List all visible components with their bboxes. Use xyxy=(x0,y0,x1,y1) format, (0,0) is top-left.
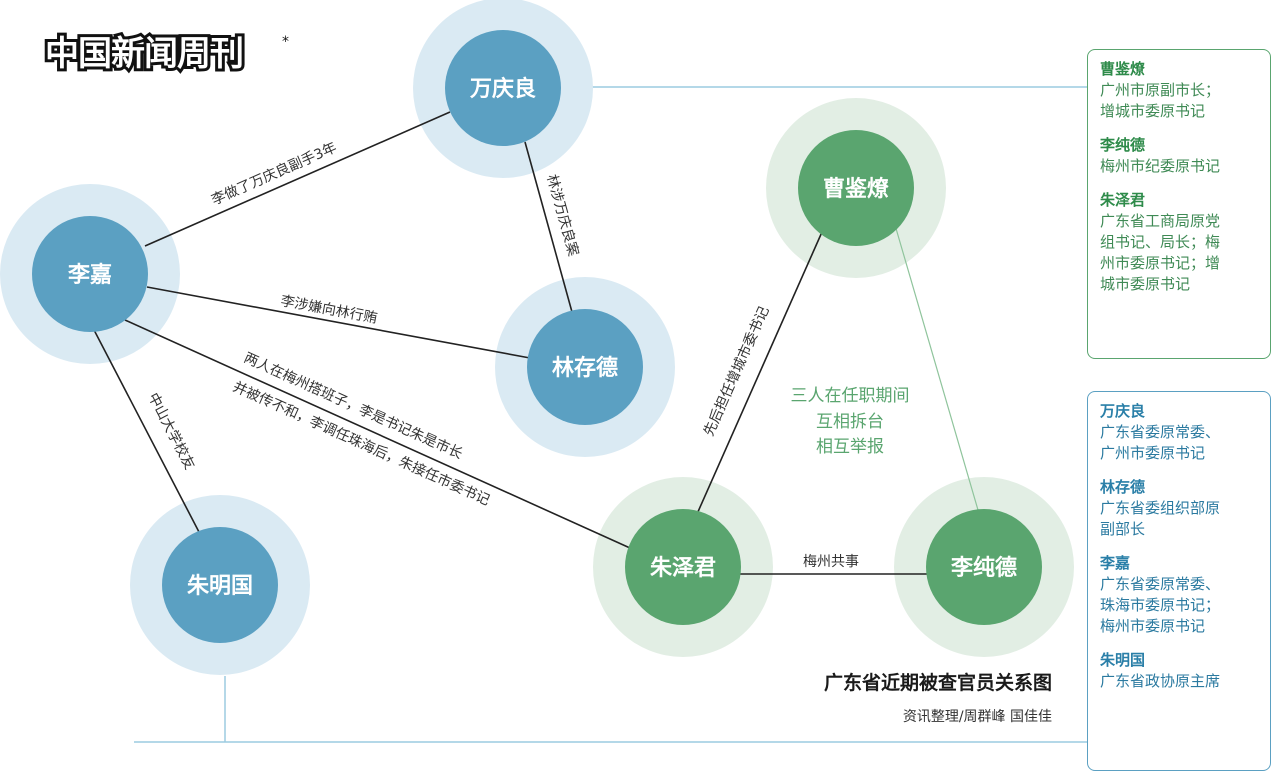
legend-entry: 朱泽君广东省工商局原党组书记、局长；梅州市委原书记；增城市委原书记 xyxy=(1100,189,1260,295)
legend-entry-desc: 州市委原书记；增 xyxy=(1100,254,1221,272)
legend-entry-name: 万庆良 xyxy=(1100,402,1146,420)
edge-label-zhuze-cao: 先后担任增城市委书记 xyxy=(700,304,772,439)
note-line-2: 互相拆台 xyxy=(816,412,884,432)
legend-entry-name: 李嘉 xyxy=(1100,554,1131,572)
edge-label-li-zhuming: 中山大学校友 xyxy=(144,390,198,472)
node-label-cao: 曹鉴燎 xyxy=(823,176,889,202)
legend-entry: 林存德广东省委组织部原副部长 xyxy=(1100,476,1260,540)
node-label-lin: 林存德 xyxy=(552,355,618,381)
logo-mark: * xyxy=(282,34,289,50)
note-line-1: 三人在任职期间 xyxy=(791,386,910,406)
legend-entry-desc: 广州市原副市长； xyxy=(1100,81,1221,99)
node-label-wan: 万庆良 xyxy=(469,76,536,102)
legend-entry: 曹鉴燎广州市原副市长； 增城市委原书记 xyxy=(1100,58,1260,122)
edge-zhuze-cao xyxy=(696,231,823,515)
legend-green: 曹鉴燎广州市原副市长； 增城市委原书记李纯德梅州市纪委原书记朱泽君广东省工商局原党… xyxy=(1087,49,1271,359)
node-circle-wan xyxy=(445,30,561,146)
legend-entry: 朱明国广东省政协原主席 xyxy=(1100,649,1260,692)
legend-entry-name: 李纯德 xyxy=(1100,136,1146,154)
legend-entry-desc: 广东省委组织部原 xyxy=(1100,499,1221,517)
node-circle-lin xyxy=(527,309,643,425)
note-line-3: 相互举报 xyxy=(816,437,884,457)
legend-entry-desc: 梅州市纪委原书记 xyxy=(1100,157,1221,175)
node-circle-zhuming xyxy=(162,527,278,643)
legend-entry-desc: 广州市委原书记 xyxy=(1100,444,1206,462)
legend-blue: 万庆良广东省委原常委、广州市委原书记林存德广东省委组织部原副部长李嘉广东省委原常… xyxy=(1087,391,1271,771)
legend-entry: 李纯德梅州市纪委原书记 xyxy=(1100,134,1260,177)
legend-entry-desc: 梅州市委原书记 xyxy=(1100,617,1206,635)
node-circle-lichun xyxy=(926,509,1042,625)
legend-entry-desc: 广东省工商局原党 xyxy=(1100,212,1221,230)
legend-entry-desc: 广东省政协原主席 xyxy=(1100,672,1221,690)
diagram-credit: 资讯整理/周群峰 国佳佳 xyxy=(903,709,1052,725)
logo: 中国新闻周刊 xyxy=(45,34,243,74)
legend-entry-name: 朱明国 xyxy=(1100,651,1146,669)
legend-entry-name: 朱泽君 xyxy=(1100,191,1146,209)
edge-label-li-lin: 李涉嫌向林行贿 xyxy=(279,293,378,327)
legend-entry-desc: 组书记、局长；梅 xyxy=(1100,233,1221,251)
legend-entry-name: 曹鉴燎 xyxy=(1100,60,1146,78)
node-label-zhuming: 朱明国 xyxy=(187,574,253,599)
node-circle-zhuze xyxy=(625,509,741,625)
legend-entry-desc: 城市委原书记 xyxy=(1100,275,1191,293)
node-circle-cao xyxy=(798,130,914,246)
legend-entry-desc: 副部长 xyxy=(1100,520,1146,538)
edge-label-wan-lin: 林涉万庆良案 xyxy=(543,173,582,258)
diagram-title: 广东省近期被查官员关系图 xyxy=(824,671,1052,694)
legend-entry: 万庆良广东省委原常委、广州市委原书记 xyxy=(1100,400,1260,464)
edge-li-zhuming xyxy=(92,327,200,533)
legend-entry-desc: 增城市委原书记 xyxy=(1100,102,1206,120)
edge-li-wan xyxy=(144,111,451,247)
edge-label-zhuze-lichun: 梅州共事 xyxy=(803,554,859,570)
legend-entry-desc: 广东省委原常委、 xyxy=(1100,575,1221,593)
edge-li-lin xyxy=(146,286,531,359)
edge-li-zhuze xyxy=(124,319,631,549)
node-label-lichun: 李纯德 xyxy=(950,555,1017,581)
node-circle-li xyxy=(32,216,148,332)
legend-entry: 李嘉广东省委原常委、珠海市委原书记； 梅州市委原书记 xyxy=(1100,552,1260,637)
edge-label-li-wan: 李做了万庆良副手3年 xyxy=(209,140,339,209)
legend-entry-desc: 广东省委原常委、 xyxy=(1100,423,1221,441)
edge-wan-lin xyxy=(524,141,573,313)
node-label-zhuze: 朱泽君 xyxy=(650,556,716,581)
legend-entry-desc: 珠海市委原书记； xyxy=(1100,596,1221,614)
legend-entry-name: 林存德 xyxy=(1100,478,1146,496)
node-label-li: 李嘉 xyxy=(67,263,112,288)
edge-cao-lichun xyxy=(894,224,979,511)
